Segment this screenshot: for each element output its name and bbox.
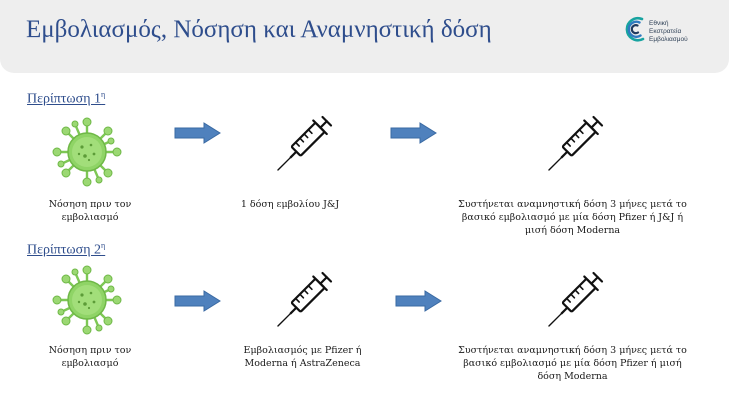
page-title: Εμβολιασμός, Νόσηση και Αναμνηστική δόση [26, 16, 492, 43]
vaccination-campaign-logo: Εθνική Εκστρατεία Εμβολιασμού [622, 14, 722, 58]
logo-line-2: Εκστρατεία [649, 28, 682, 35]
case-2-title: Περίπτωση 2η [27, 241, 106, 258]
arrow-right-icon [174, 122, 222, 144]
case-2-step-2-caption: Εμβολιασμός με Pfizer ή Moderna ή AstraZ… [243, 345, 362, 369]
case-1-step-1-caption: Νόσηση πριν τον εμβολιασμό [48, 199, 132, 223]
syringe-icon [541, 270, 605, 334]
arrow-right-icon [395, 290, 443, 312]
vaccination-campaign-logo-icon [625, 17, 645, 42]
arrow-right-icon [174, 290, 222, 312]
logo-line-3: Εμβολιασμού [649, 36, 688, 43]
case-2-step-3-caption: Συστήνεται αναμνηστική δόση 3 μήνες μετά… [458, 345, 687, 382]
virus-icon [49, 262, 125, 338]
logo-text: Εθνική Εκστρατεία Εμβολιασμού [649, 20, 688, 44]
syringe-icon [270, 114, 334, 178]
header-bar: Εμβολιασμός, Νόσηση και Αναμνηστική δόση… [0, 0, 729, 73]
case-1-title: Περίπτωση 1η [27, 90, 106, 107]
arrow-right-icon [390, 122, 438, 144]
syringe-icon [270, 270, 334, 334]
case-1-step-2-caption: 1 δόση εμβολίου J&J [240, 199, 340, 210]
virus-icon [49, 114, 125, 190]
logo-line-1: Εθνική [649, 20, 669, 27]
syringe-icon [541, 114, 605, 178]
case-1-step-3-caption: Συστήνεται αναμνηστική δόση 3 μήνες μετά… [458, 199, 687, 236]
case-2-step-1-caption: Νόσηση πριν τον εμβολιασμό [48, 345, 132, 369]
